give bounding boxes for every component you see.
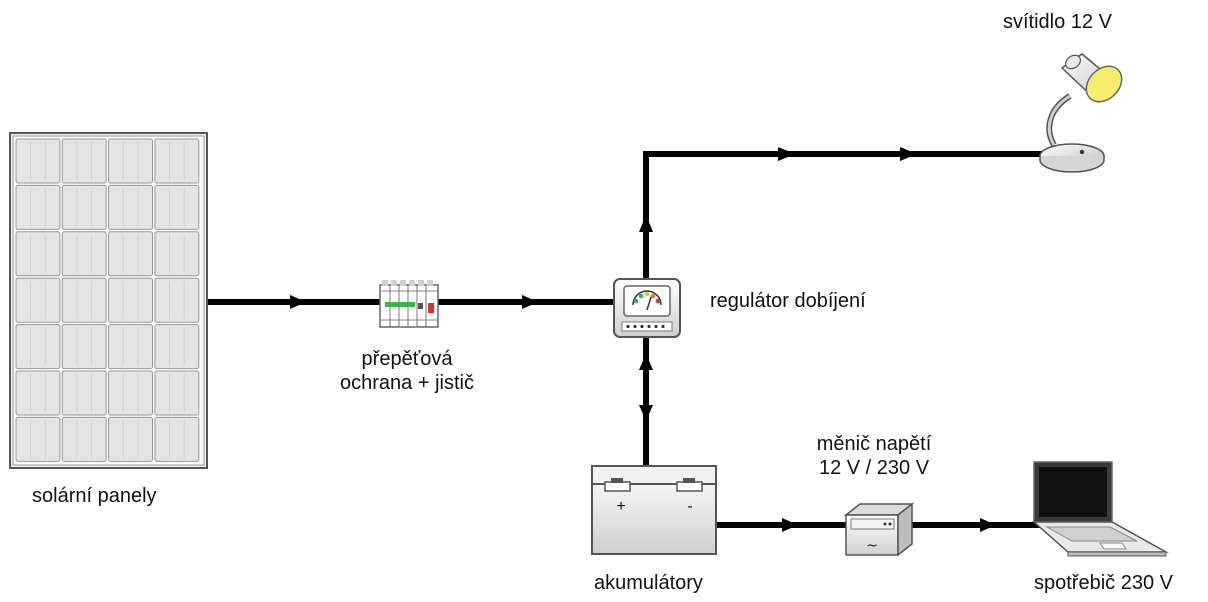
solar-cell xyxy=(108,370,153,416)
solar-cell xyxy=(108,184,153,230)
solar-cell xyxy=(61,231,107,277)
inverter-label: měnič napětí 12 V / 230 V xyxy=(789,432,959,480)
solar-panel-icon xyxy=(9,132,208,469)
solar-cell xyxy=(15,324,61,370)
solar-cell xyxy=(108,416,153,462)
surge-breaker-icon xyxy=(379,280,439,328)
solar-cell xyxy=(108,231,153,277)
solar-cell xyxy=(108,138,153,184)
battery-minus-sign: - xyxy=(687,498,692,515)
solar-cell xyxy=(154,184,200,230)
lamp-label: svítidlo 12 V xyxy=(1003,11,1112,33)
solar-cell xyxy=(154,138,200,184)
solar-cell xyxy=(61,277,107,323)
inverter-label-line1: měnič napětí xyxy=(816,433,932,455)
laptop-icon xyxy=(1032,461,1169,557)
solar-cell xyxy=(15,184,61,230)
arrow-right xyxy=(980,518,996,532)
solar-cell xyxy=(108,277,153,323)
solar-cell xyxy=(61,416,107,462)
wire-regulator-to-lamp xyxy=(643,151,1045,282)
arrow-right xyxy=(290,295,306,309)
arrow-right xyxy=(782,518,798,532)
solar-panels-label: solární panely xyxy=(32,485,157,507)
solar-cell xyxy=(15,416,61,462)
regulator-label: regulátor dobíjení xyxy=(710,290,866,312)
breaker-label-line2: ochrana + jistič xyxy=(340,372,474,394)
solar-cell xyxy=(15,138,61,184)
battery-icon: + - xyxy=(591,465,717,555)
inverter-icon: ~ xyxy=(843,502,915,557)
solar-cell xyxy=(15,277,61,323)
flow-arrows xyxy=(290,147,996,532)
solar-cell xyxy=(61,138,107,184)
arrow-up xyxy=(639,354,653,370)
solar-cell xyxy=(154,370,200,416)
desk-lamp-icon xyxy=(1039,53,1123,173)
solar-cell xyxy=(154,324,200,370)
solar-cell xyxy=(108,324,153,370)
arrow-down xyxy=(639,405,653,421)
inverter-tilde: ~ xyxy=(866,538,878,554)
solar-cell xyxy=(15,370,61,416)
inverter-label-line2: 12 V / 230 V xyxy=(818,457,930,479)
solar-cell xyxy=(61,370,107,416)
charge-regulator-icon xyxy=(613,278,681,338)
appliance-label: spotřebič 230 V xyxy=(1034,572,1173,594)
breaker-label: přepěťová ochrana + jistič xyxy=(320,347,494,395)
solar-cell xyxy=(61,184,107,230)
arrow-up xyxy=(639,215,653,232)
arrow-right xyxy=(900,147,917,161)
battery-plus-sign: + xyxy=(616,498,625,515)
breaker-label-line1: přepěťová xyxy=(361,348,453,370)
solar-cell xyxy=(154,277,200,323)
arrow-right xyxy=(778,147,795,161)
solar-cell xyxy=(154,231,200,277)
solar-cell xyxy=(154,416,200,462)
batteries-label: akumulátory xyxy=(594,572,703,594)
arrow-right xyxy=(522,295,538,309)
solar-cell xyxy=(61,324,107,370)
solar-cell xyxy=(15,231,61,277)
